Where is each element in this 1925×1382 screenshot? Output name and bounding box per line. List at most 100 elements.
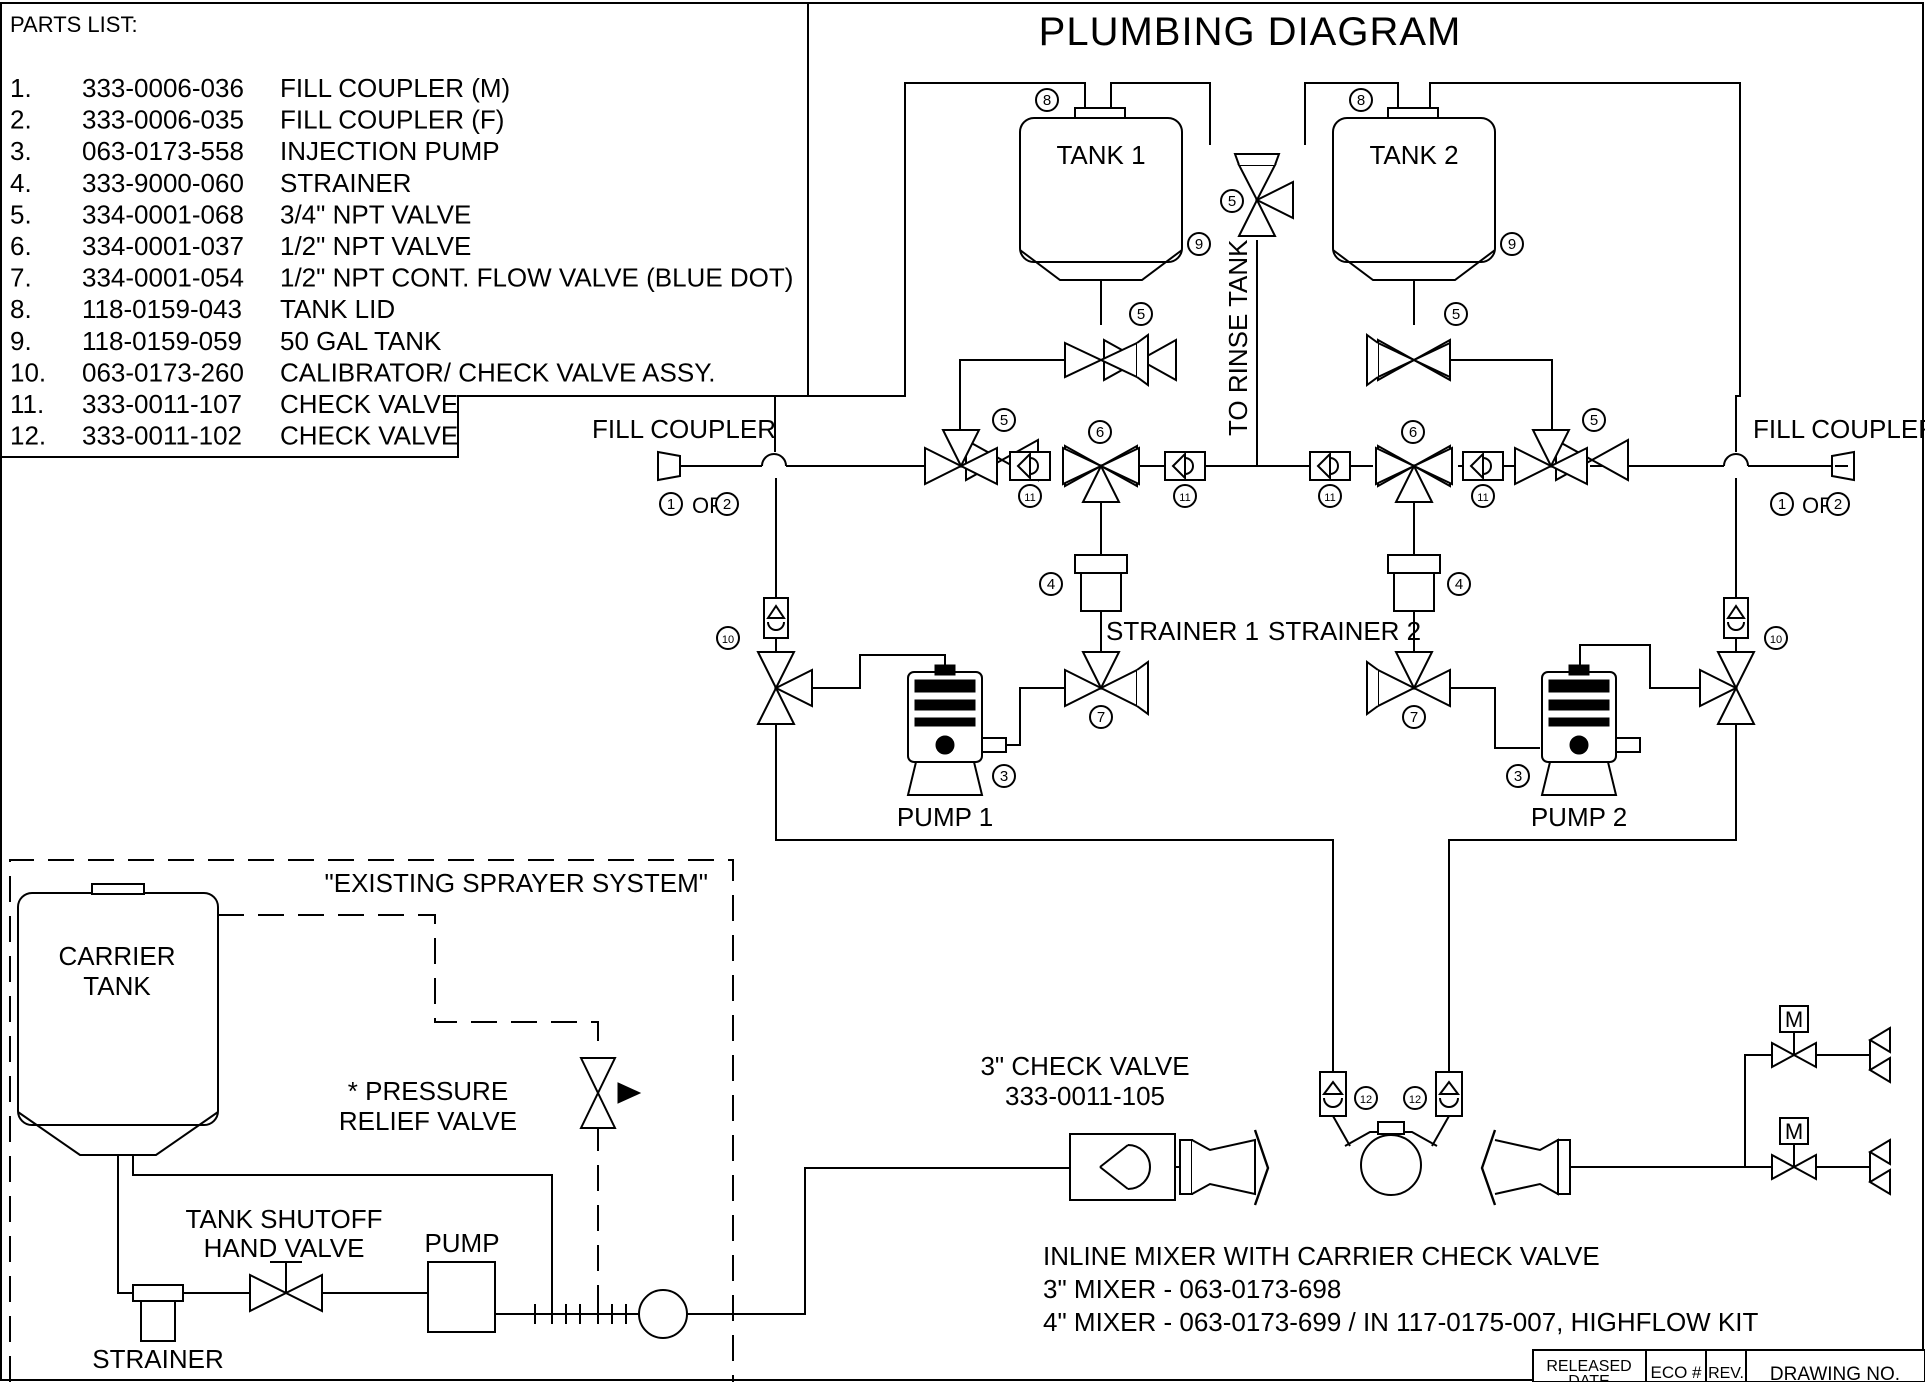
relief-valve-label-1: * PRESSURE (348, 1076, 508, 1106)
parts-list-item-part-number: 333-9000-060 (82, 168, 244, 198)
pump-1-icon (906, 664, 1007, 796)
parts-list-item-part-number: 063-0173-558 (82, 136, 244, 166)
mixer-label-2: 3" MIXER - 063-0173-698 (1043, 1274, 1341, 1304)
flow-meter-icon (638, 1289, 688, 1339)
parts-list-item-description: CHECK VALVE (280, 389, 458, 419)
carrier-tank-label-1: CARRIER (58, 941, 175, 971)
svg-text:5: 5 (1000, 412, 1008, 429)
svg-text:9: 9 (1508, 236, 1516, 253)
svg-text:10: 10 (722, 634, 734, 646)
fill-coupler-left-label: FILL COUPLER (592, 414, 776, 444)
item-balloon-1: 1 (1770, 492, 1794, 516)
item-balloon-5: 5 (992, 408, 1016, 432)
parts-list-item-description: 3/4" NPT VALVE (280, 199, 471, 229)
parts-list-item-description: CALIBRATOR/ CHECK VALVE ASSY. (280, 357, 715, 387)
parts-list-item-description: FILL COUPLER (F) (280, 105, 504, 135)
item-balloon-3: 3 (992, 764, 1016, 788)
svg-text:5: 5 (1590, 412, 1598, 429)
pump-2-icon (1540, 664, 1641, 796)
check-valves-11 (1009, 451, 1504, 481)
item-balloon-12: 12 (1403, 1086, 1427, 1110)
parts-list-item-part-number: 334-0001-037 (82, 231, 244, 261)
item-balloon-5: 5 (1220, 189, 1244, 213)
fill-coupler-right-label: FILL COUPLER (1753, 414, 1925, 444)
parts-list-item-part-number: 333-0006-036 (82, 73, 244, 103)
parts-list-item-number: 1. (10, 73, 32, 103)
item-balloon-5: 5 (1444, 302, 1468, 326)
svg-text:1: 1 (1778, 496, 1786, 513)
item-balloon-7: 7 (1089, 705, 1113, 729)
parts-list-item-description: STRAINER (280, 168, 411, 198)
strainers (1074, 554, 1441, 612)
item-balloon-7: 7 (1402, 705, 1426, 729)
mixer-label-1: INLINE MIXER WITH CARRIER CHECK VALVE (1043, 1241, 1600, 1271)
parts-list-item-description: INJECTION PUMP (280, 136, 500, 166)
tank-2-label: TANK 2 (1369, 140, 1458, 170)
svg-text:4: 4 (1047, 576, 1055, 593)
parts-list-item-number: 9. (10, 326, 32, 356)
item-balloon-9: 9 (1500, 232, 1524, 256)
shutoff-label-1: TANK SHUTOFF (186, 1204, 383, 1234)
diagram-title: PLUMBING DIAGRAM (1039, 10, 1462, 54)
parts-list-item-part-number: 118-0159-043 (82, 294, 242, 324)
item-balloon-2: 2 (715, 492, 739, 516)
existing-sprayer-system: "EXISTING SPRAYER SYSTEM" CARRIER TANK *… (9, 859, 1070, 1382)
parts-list-item-number: 2. (10, 105, 32, 135)
pressure-relief-valve-icon (579, 1057, 617, 1129)
carrier-strainer-icon (132, 1284, 184, 1302)
item-balloon-5: 5 (1582, 408, 1606, 432)
parts-list-item-description: 1/2" NPT CONT. FLOW VALVE (BLUE DOT) (280, 263, 793, 293)
svg-text:2: 2 (723, 496, 731, 513)
parts-list-item-number: 5. (10, 199, 32, 229)
parts-list-item-part-number: 333-0011-102 (82, 421, 242, 451)
svg-text:11: 11 (1477, 492, 1488, 504)
svg-text:3: 3 (1000, 768, 1008, 785)
motor-icon-upper (1779, 1005, 1809, 1033)
pump-2-label: PUMP 2 (1531, 802, 1627, 832)
item-balloon-9: 9 (1187, 232, 1211, 256)
inline-mixer: 3" CHECK VALVE 333-0011-105 INLINE MIXER… (980, 1051, 1758, 1337)
carrier-pump-icon (427, 1261, 496, 1333)
strainer-2-icon (1387, 554, 1441, 574)
boom-section-valves: M M (1744, 1005, 1891, 1196)
tank-1: TANK 1 (1019, 107, 1183, 281)
parts-list-item-part-number: 063-0173-260 (82, 357, 244, 387)
calibrators-10 (763, 597, 1749, 652)
tank-2-lid (1387, 107, 1439, 119)
carrier-tank-label-2: TANK (83, 971, 151, 1001)
parts-list-item-number: 3. (10, 136, 32, 166)
parts-list-item-number: 6. (10, 231, 32, 261)
svg-text:9: 9 (1195, 236, 1203, 253)
item-balloon-8: 8 (1349, 88, 1373, 112)
parts-list-item-number: 4. (10, 168, 32, 198)
svg-text:11: 11 (1024, 492, 1035, 504)
item-balloon-5: 5 (1129, 302, 1153, 326)
strainer-2-label: STRAINER 2 (1268, 616, 1421, 646)
item-balloon-6: 6 (1401, 420, 1425, 444)
svg-text:3: 3 (1514, 768, 1522, 785)
parts-list-item-part-number: 333-0006-035 (82, 105, 244, 135)
tank-2: TANK 2 (1332, 107, 1496, 281)
svg-text:5: 5 (1452, 306, 1460, 323)
item-balloon-6: 6 (1088, 420, 1112, 444)
svg-text:2: 2 (1834, 496, 1842, 513)
motor-label-lower: M (1785, 1119, 1803, 1144)
shutoff-label-2: HAND VALVE (204, 1233, 365, 1263)
title-block: RELEASED DATE ECO # REV. DRAWING NO. (1532, 1349, 1925, 1382)
item-balloon-11: 11 (1173, 484, 1197, 508)
rinse-tank-label: TO RINSE TANK (1223, 239, 1253, 436)
parts-list-item-description: 1/2" NPT VALVE (280, 231, 471, 261)
title-block-eco: ECO # (1650, 1363, 1702, 1382)
tank-1-label: TANK 1 (1056, 140, 1145, 170)
parts-list-item-number: 12. (10, 421, 46, 451)
item-balloon-2: 2 (1826, 492, 1850, 516)
tank-1-lid (1074, 107, 1126, 119)
parts-list-item-number: 11. (10, 389, 44, 419)
svg-text:5: 5 (1137, 306, 1145, 323)
motor-label-upper: M (1785, 1007, 1803, 1032)
svg-text:8: 8 (1357, 92, 1365, 109)
